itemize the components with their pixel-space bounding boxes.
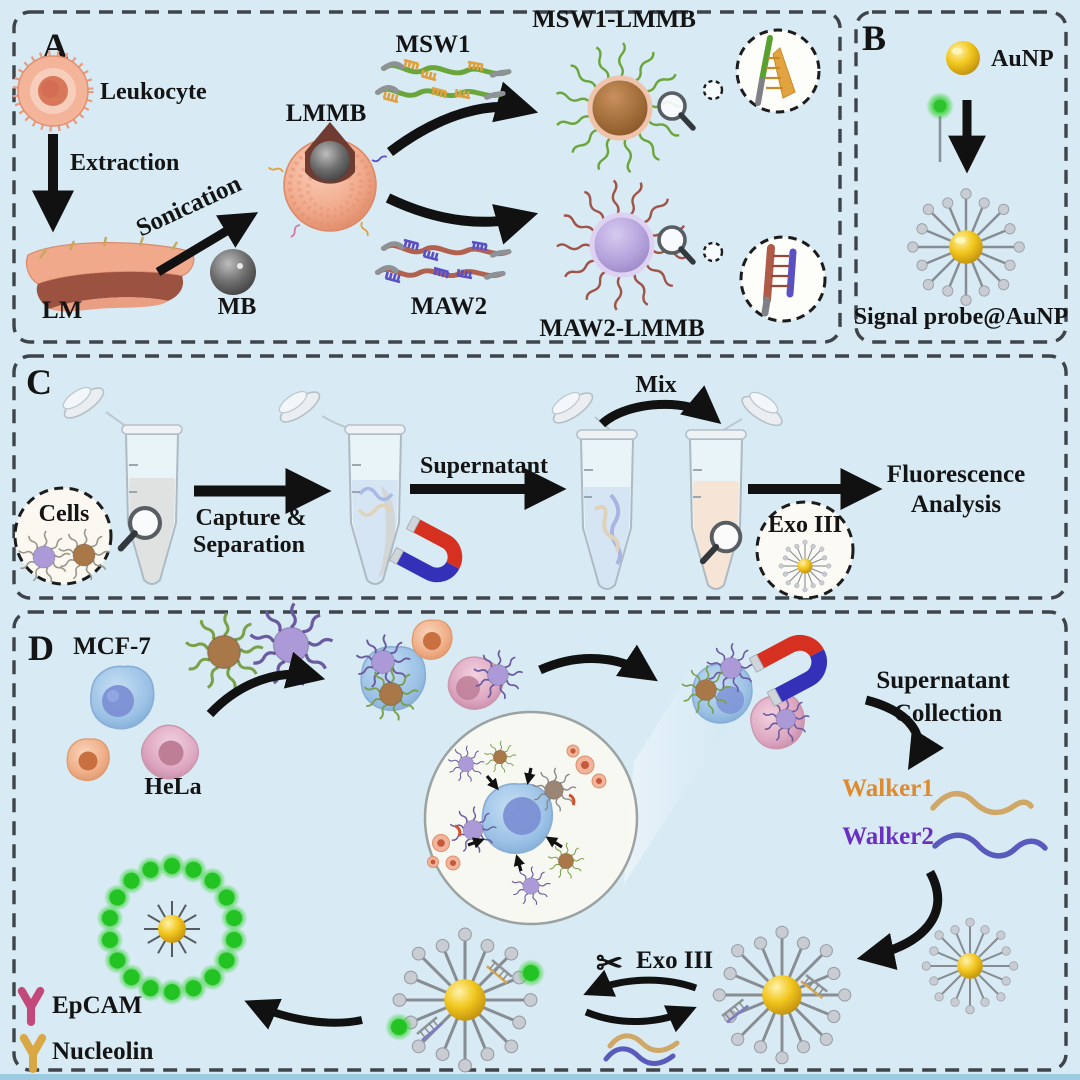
mcf7-cell-icon: [89, 665, 155, 730]
magnetic-bead-icon: [210, 249, 256, 295]
msw1-lmmb-free-icon: [186, 613, 264, 690]
hela-cell-icon: [131, 714, 208, 792]
release-arrow: [244, 998, 363, 1030]
walkers-to-probe-arrow: [856, 869, 943, 970]
small-rbc-icons: [427, 744, 607, 871]
panel-b-label: B: [862, 18, 886, 58]
aunp-icon: [946, 41, 980, 75]
supernatant-label: Supernatant: [420, 453, 548, 479]
aunp-label: AuNP: [991, 46, 1054, 72]
walker1-label: Walker1: [842, 775, 934, 802]
supernatant-collection-line1: Supernatant: [876, 667, 1010, 694]
capture-label-line2: Separation: [193, 532, 305, 558]
zoom-link-circle: [702, 241, 724, 263]
magnetic-capture-cluster: [682, 629, 830, 757]
maw2-duplex-detail-icon: [739, 235, 827, 323]
magnifier-icon: [659, 93, 693, 128]
legend: EpCAM Nucleolin: [22, 991, 153, 1069]
panel-c-border: [12, 354, 1068, 600]
epcam-antibody-icon: [22, 991, 40, 1022]
panel-d-label: D: [28, 628, 54, 668]
signal-probe-aunp-label: Signal probe@AuNP: [854, 304, 1069, 330]
cell-binding-cluster: [356, 619, 523, 721]
panel-b: B AuNP Signal probe@AuNP: [854, 18, 1069, 330]
separation-arrow: [538, 644, 658, 682]
exo3-inset-icon: [755, 500, 855, 600]
signal-probe-aunp-icon: [906, 187, 1026, 307]
sonication-arrow: [155, 212, 259, 276]
tube-supernatant-icon: [545, 382, 638, 590]
fluorescent-ring-icon: [96, 852, 248, 1006]
leukocyte-cell-icon: [12, 50, 94, 132]
panel-d-border: [12, 610, 1068, 1072]
mb-label: MB: [218, 294, 257, 320]
cycle-arrow-left: [583, 969, 698, 997]
tube-reaction-icon: [685, 385, 790, 590]
fluorescence-label-line1: Fluorescence: [887, 461, 1025, 488]
walker2-strand-icon: [932, 832, 1048, 859]
maw2-lmmb-particle-icon: [555, 178, 688, 312]
cycle-arrow-right: [584, 1005, 697, 1033]
panel-a-border: [12, 10, 842, 344]
leukocyte-label: Leukocyte: [100, 79, 207, 105]
panel-a: A Leukocyte Extraction LM Sonication MB …: [12, 6, 827, 342]
signal-probe-aunp-icon: [921, 917, 1019, 1015]
to-msw1-lmmb-arrow: [386, 81, 539, 156]
green-dots: [96, 852, 248, 1006]
mcf7-label: MCF-7: [73, 633, 151, 660]
msw1-duplex-detail-icon: [735, 28, 821, 114]
walker2-label: Walker2: [842, 823, 934, 850]
signal-probe-icon: [926, 92, 954, 162]
to-maw2-lmmb-arrow: [385, 193, 539, 245]
exo3-label-c: Exo III: [768, 512, 842, 538]
extraction-label: Extraction: [70, 150, 179, 176]
panel-c-label: C: [26, 362, 52, 402]
nucleolin-antibody-icon: [24, 1038, 42, 1069]
tube-separation-icon: [272, 381, 465, 588]
probe-cleavage-icon: [385, 926, 545, 1074]
fluorescence-label-line2: Analysis: [911, 491, 1002, 518]
tube-sample-icon: [56, 377, 183, 585]
lm-label: LM: [42, 297, 82, 324]
panel-d: D MCF-7 HeLa: [22, 603, 1048, 1074]
binding-arrows: [467, 767, 563, 872]
epcam-label: EpCAM: [52, 992, 142, 1019]
nucleolin-label: Nucleolin: [52, 1038, 153, 1065]
msw1-lmmb-title: MSW1-LMMB: [532, 6, 696, 33]
normal-cell-icon: [66, 738, 110, 782]
zoom-link-circle: [702, 79, 724, 101]
maw2-label: MAW2: [411, 293, 487, 320]
hela-label: HeLa: [144, 774, 201, 800]
capture-label-line1: Capture &: [196, 505, 307, 531]
scissors-icon: ✂: [596, 945, 623, 981]
incubation-arrow: [206, 651, 326, 718]
bottom-edge-strip: [0, 1074, 1080, 1080]
lmmb-icon: [267, 122, 388, 239]
lmmb-label: LMMB: [286, 100, 367, 127]
cells-inset-icon: [13, 486, 113, 586]
panel-c: C Cells Capture & Separation Supernatant: [13, 362, 1025, 600]
maw2-lmmb-title: MAW2-LMMB: [539, 315, 704, 342]
maw2-strands-icon: [378, 238, 509, 284]
walker1-strand-icon: [930, 791, 1034, 816]
probe-walker-hybrid-icon: [711, 924, 853, 1066]
cells-label: Cells: [39, 501, 90, 527]
mix-arrow: [598, 385, 722, 428]
leukocyte-membrane-icon: [25, 236, 195, 312]
msw1-label: MSW1: [396, 31, 471, 58]
msw1-lmmb-particle-icon: [554, 41, 687, 174]
released-walker2-icon: [603, 1046, 676, 1066]
panel-b-border: [854, 10, 1068, 344]
msw1-strands-icon: [378, 58, 509, 104]
magnified-binding-view: [423, 710, 639, 926]
collection-arrow: [864, 695, 945, 771]
exo3-label-d: Exo III: [636, 947, 713, 974]
magnet-icon: [390, 516, 465, 588]
mix-label: Mix: [635, 372, 676, 398]
released-walker1-icon: [607, 1033, 680, 1053]
magnet-icon: [749, 629, 829, 706]
